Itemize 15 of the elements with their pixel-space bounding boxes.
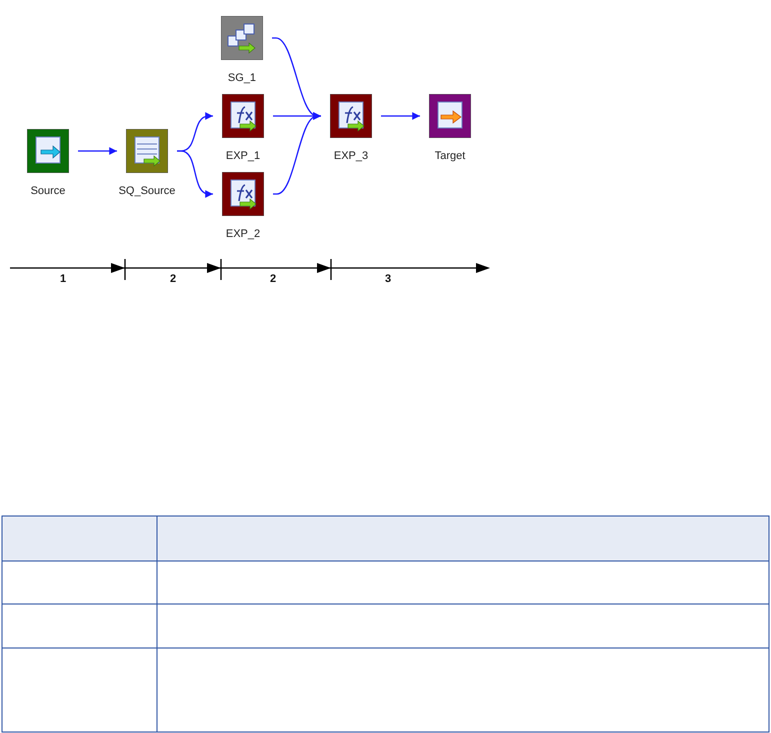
node-label: SQ_Source: [118, 185, 176, 197]
arrow: [381, 112, 420, 120]
segment-number: 3: [385, 273, 392, 285]
node-label: EXP_3: [334, 150, 368, 162]
node-label: EXP_2: [226, 228, 260, 240]
node-label: SG_1: [228, 72, 256, 84]
arrow: [273, 112, 321, 195]
node-label: EXP_1: [226, 150, 260, 162]
arrow: [78, 147, 117, 155]
segment-number: 1: [60, 273, 66, 285]
node-label: Source: [30, 185, 66, 197]
arrow: [177, 150, 213, 198]
node-label: Target: [434, 150, 466, 162]
segment-number: 2: [270, 273, 276, 285]
segment-number: 2: [170, 273, 176, 285]
